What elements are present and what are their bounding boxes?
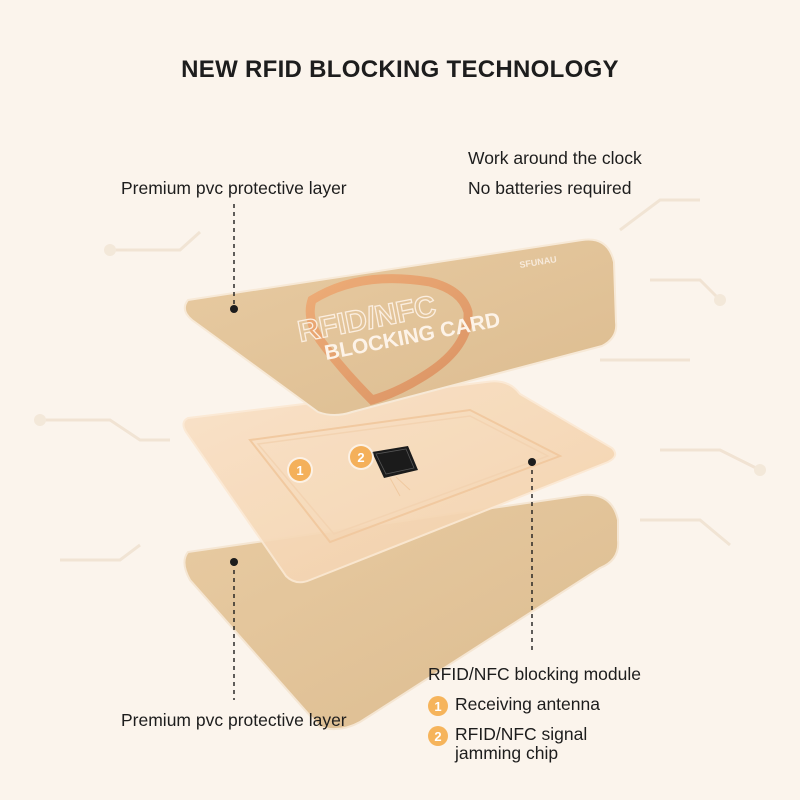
chip-icon: [372, 446, 418, 497]
page-title: NEW RFID BLOCKING TECHNOLOGY: [181, 56, 619, 83]
feature-no-batteries: No batteries required: [468, 178, 632, 198]
top-layer-label: Premium pvc protective layer: [121, 178, 347, 198]
module-label: RFID/NFC blocking module: [428, 664, 641, 684]
module-dot: [528, 458, 536, 466]
legend-text: Receiving antenna: [455, 694, 600, 714]
legend-text: RFID/NFC signal jamming chip: [455, 724, 588, 763]
callout-lines: [233, 204, 533, 700]
legend-number: 1: [428, 696, 448, 716]
legend-item-chip: 2 RFID/NFC signal jamming chip: [428, 725, 615, 763]
top-protective-layer: SFUNAU RFID/NFC BLOCKING CARD: [183, 238, 618, 416]
legend-number: 2: [428, 726, 448, 746]
circuit-trace-decoration: [34, 198, 766, 562]
top-layer-dot: [230, 305, 238, 313]
legend-item-antenna: 1 Receiving antenna: [428, 695, 695, 716]
bottom-layer-label: Premium pvc protective layer: [121, 710, 347, 730]
antenna-badge: 1: [289, 459, 311, 481]
blocking-module-layer: [182, 380, 617, 584]
chip-badge: 2: [350, 446, 372, 468]
bottom-layer-dot: [230, 558, 238, 566]
feature-work-around-clock: Work around the clock: [468, 148, 642, 168]
